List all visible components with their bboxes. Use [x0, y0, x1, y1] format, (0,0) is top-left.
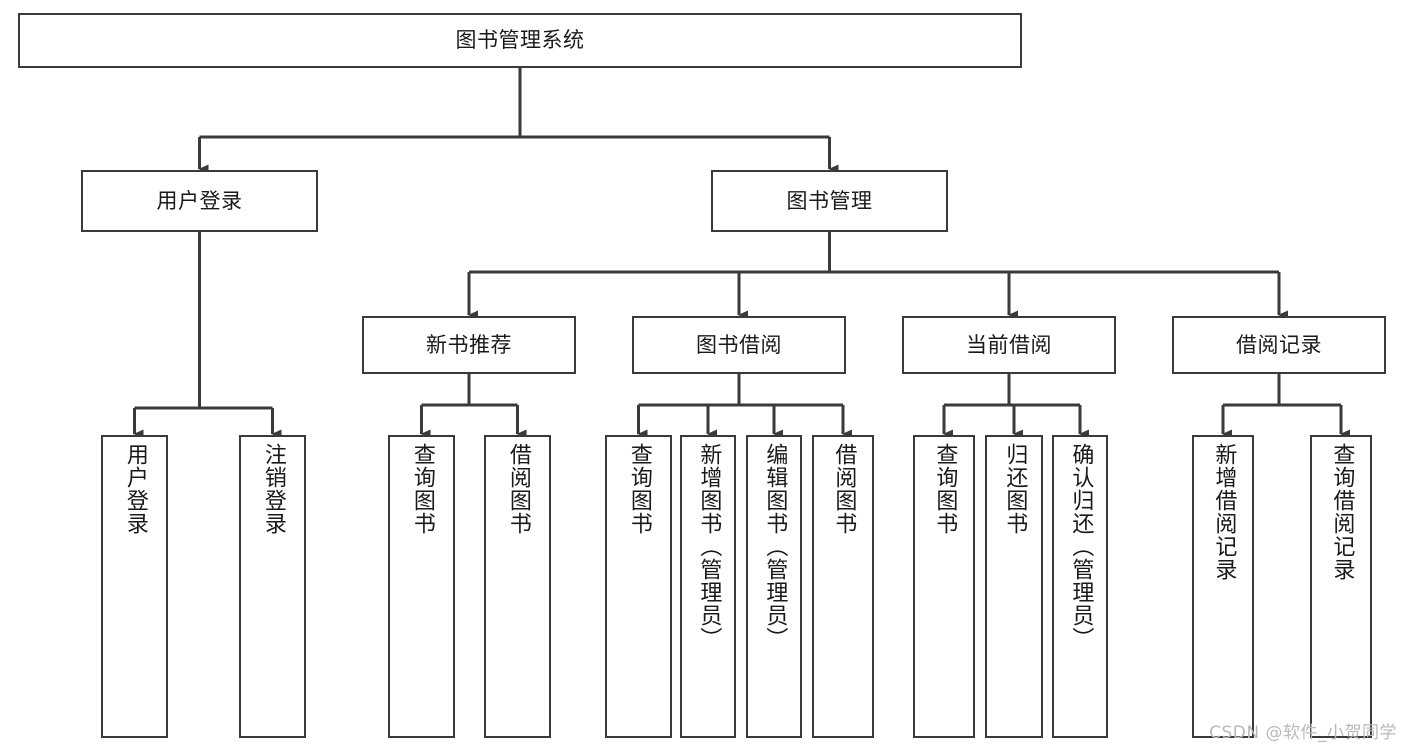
- node-user-login[interactable]: 用户登录: [81, 170, 318, 232]
- node-label: 当前借阅: [966, 332, 1052, 357]
- node-current-borrow[interactable]: 当前借阅: [902, 316, 1116, 374]
- node-label: 用户登录: [156, 188, 243, 213]
- node-label: 查询图书: [626, 443, 652, 535]
- node-label: 图书管理系统: [455, 28, 585, 53]
- node-label: 借阅图书: [831, 443, 857, 535]
- leaf-user-login[interactable]: 用户登录: [101, 435, 168, 738]
- node-label: 借阅图书: [505, 443, 531, 535]
- node-label: 查询借阅记录: [1329, 443, 1355, 581]
- leaf-borrow-book-recommend[interactable]: 借阅图书: [484, 435, 551, 738]
- node-borrow-record[interactable]: 借阅记录: [1172, 316, 1386, 374]
- node-label: 查询图书: [409, 443, 435, 535]
- leaf-edit-book-admin[interactable]: 编辑图书（管理员）: [746, 435, 802, 738]
- node-label: 新增借阅记录: [1211, 443, 1237, 581]
- node-new-book-recommend[interactable]: 新书推荐: [362, 316, 576, 374]
- node-label: 借阅记录: [1236, 332, 1322, 357]
- node-label: 图书借阅: [696, 332, 782, 357]
- leaf-confirm-return-admin[interactable]: 确认归还（管理员）: [1052, 435, 1108, 738]
- leaf-return-book[interactable]: 归还图书: [985, 435, 1043, 738]
- watermark: CSDN @软件_小贺同学: [1209, 723, 1397, 743]
- node-root[interactable]: 图书管理系统: [18, 13, 1022, 68]
- leaf-query-borrow-record[interactable]: 查询借阅记录: [1310, 435, 1372, 738]
- node-label: 新增图书（管理员）: [696, 443, 722, 650]
- leaf-query-book-borrow[interactable]: 查询图书: [605, 435, 672, 738]
- leaf-add-borrow-record[interactable]: 新增借阅记录: [1192, 435, 1254, 738]
- leaf-logout[interactable]: 注销登录: [239, 435, 306, 738]
- node-label: 确认归还（管理员）: [1068, 443, 1094, 650]
- leaf-query-book-current[interactable]: 查询图书: [913, 435, 975, 738]
- node-book-borrow[interactable]: 图书借阅: [632, 316, 846, 374]
- leaf-add-book-admin[interactable]: 新增图书（管理员）: [680, 435, 736, 738]
- node-label: 注销登录: [260, 443, 286, 535]
- leaf-borrow-book[interactable]: 借阅图书: [812, 435, 874, 738]
- node-label: 图书管理: [786, 188, 873, 213]
- node-label: 新书推荐: [426, 332, 512, 357]
- leaf-query-book-recommend[interactable]: 查询图书: [388, 435, 455, 738]
- node-label: 归还图书: [1002, 443, 1028, 535]
- node-label: 查询图书: [932, 443, 958, 535]
- node-label: 用户登录: [122, 443, 148, 535]
- node-label: 编辑图书（管理员）: [762, 443, 788, 650]
- node-book-management[interactable]: 图书管理: [711, 170, 948, 232]
